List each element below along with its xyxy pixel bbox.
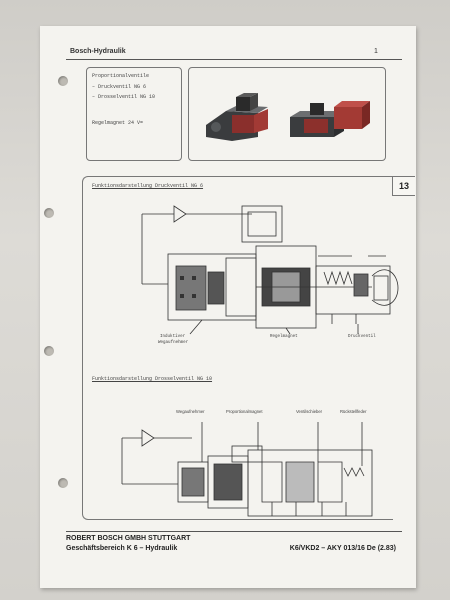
magnet-label: Regelmagnet 24 V= xyxy=(92,120,144,126)
label-wegaufnehmer-2: Wegaufnehmer xyxy=(176,409,205,414)
section-tab: 13 xyxy=(392,176,415,196)
punch-hole-bottom xyxy=(58,478,68,488)
footer-doc-ref: K6/VKD2 – AKY 013/16 De (2.83) xyxy=(289,545,396,552)
label-druckventil: Druckventil xyxy=(348,335,376,339)
document-page: Bosch-Hydraulik 1 Proportionalventile – … xyxy=(40,26,416,588)
page-number: 1 xyxy=(374,48,378,55)
brand-title: Bosch-Hydraulik xyxy=(70,48,126,55)
section2-title: Funktionsdarstellung Drosselventil NG 10 xyxy=(92,376,213,382)
valve-photo-2 xyxy=(290,101,370,137)
valve-housing xyxy=(315,265,391,315)
intro-box xyxy=(86,67,182,161)
header-rule xyxy=(66,59,402,60)
valve-photos xyxy=(206,93,370,141)
label-induktiver: Induktiver xyxy=(160,335,186,339)
valve-body-2 xyxy=(247,449,373,517)
diagram-drosselventil xyxy=(121,422,373,517)
diagram-box xyxy=(82,176,393,520)
amplifier-symbol-2 xyxy=(141,429,155,447)
intro-item-1: – Druckventil NG 6 xyxy=(92,84,147,90)
label-proportionalmagnet: Proportionalmagnet xyxy=(226,409,263,414)
punch-hole-lower xyxy=(44,346,54,356)
label-ventilschieber: Ventilschieber xyxy=(296,409,323,414)
footer-company: ROBERT BOSCH GMBH STUTTGART xyxy=(66,535,191,542)
photo-box xyxy=(188,67,386,161)
punch-hole-top xyxy=(58,76,68,86)
amplifier-symbol xyxy=(173,205,187,223)
section1-title: Funktionsdarstellung Druckventil NG 6 xyxy=(92,183,204,189)
label-regelmagnet: Regelmagnet xyxy=(270,335,298,339)
footer-rule xyxy=(66,531,402,532)
footer-division: Geschäftsbereich K 6 – Hydraulik xyxy=(66,545,178,552)
intro-title: Proportionalventile xyxy=(92,73,150,79)
label-rueckstellfeder: Rückstellfeder xyxy=(340,409,367,414)
label-wegaufnehmer-1: Wegaufnehmer xyxy=(158,341,189,345)
punch-hole-upper xyxy=(44,208,54,218)
diagram-druckventil xyxy=(141,205,399,335)
intro-item-2: – Drosselventil NG 10 xyxy=(92,94,156,100)
valve-photo-1 xyxy=(206,93,268,141)
